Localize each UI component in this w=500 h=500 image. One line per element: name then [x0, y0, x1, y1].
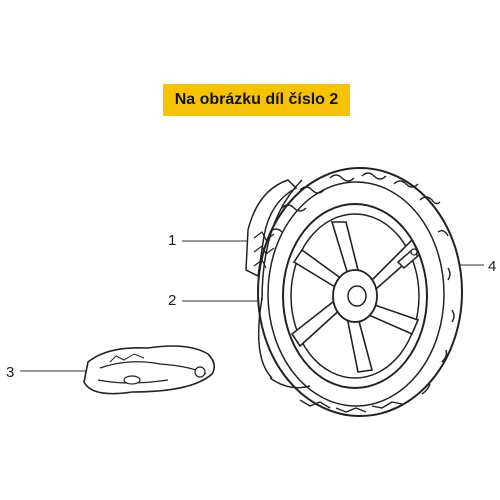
callout-label-1: 1: [168, 232, 177, 249]
inner-tube: [83, 345, 216, 395]
wheel-hub: [332, 269, 378, 323]
valve-stem: [396, 248, 420, 270]
part-highlight-banner: Na obrázku díl číslo 2: [163, 84, 350, 116]
callout-label-4: 4: [488, 258, 497, 275]
callout-label-3: 3: [6, 364, 15, 381]
tyre-tread: [269, 172, 455, 413]
callout-label-2: 2: [168, 292, 177, 309]
